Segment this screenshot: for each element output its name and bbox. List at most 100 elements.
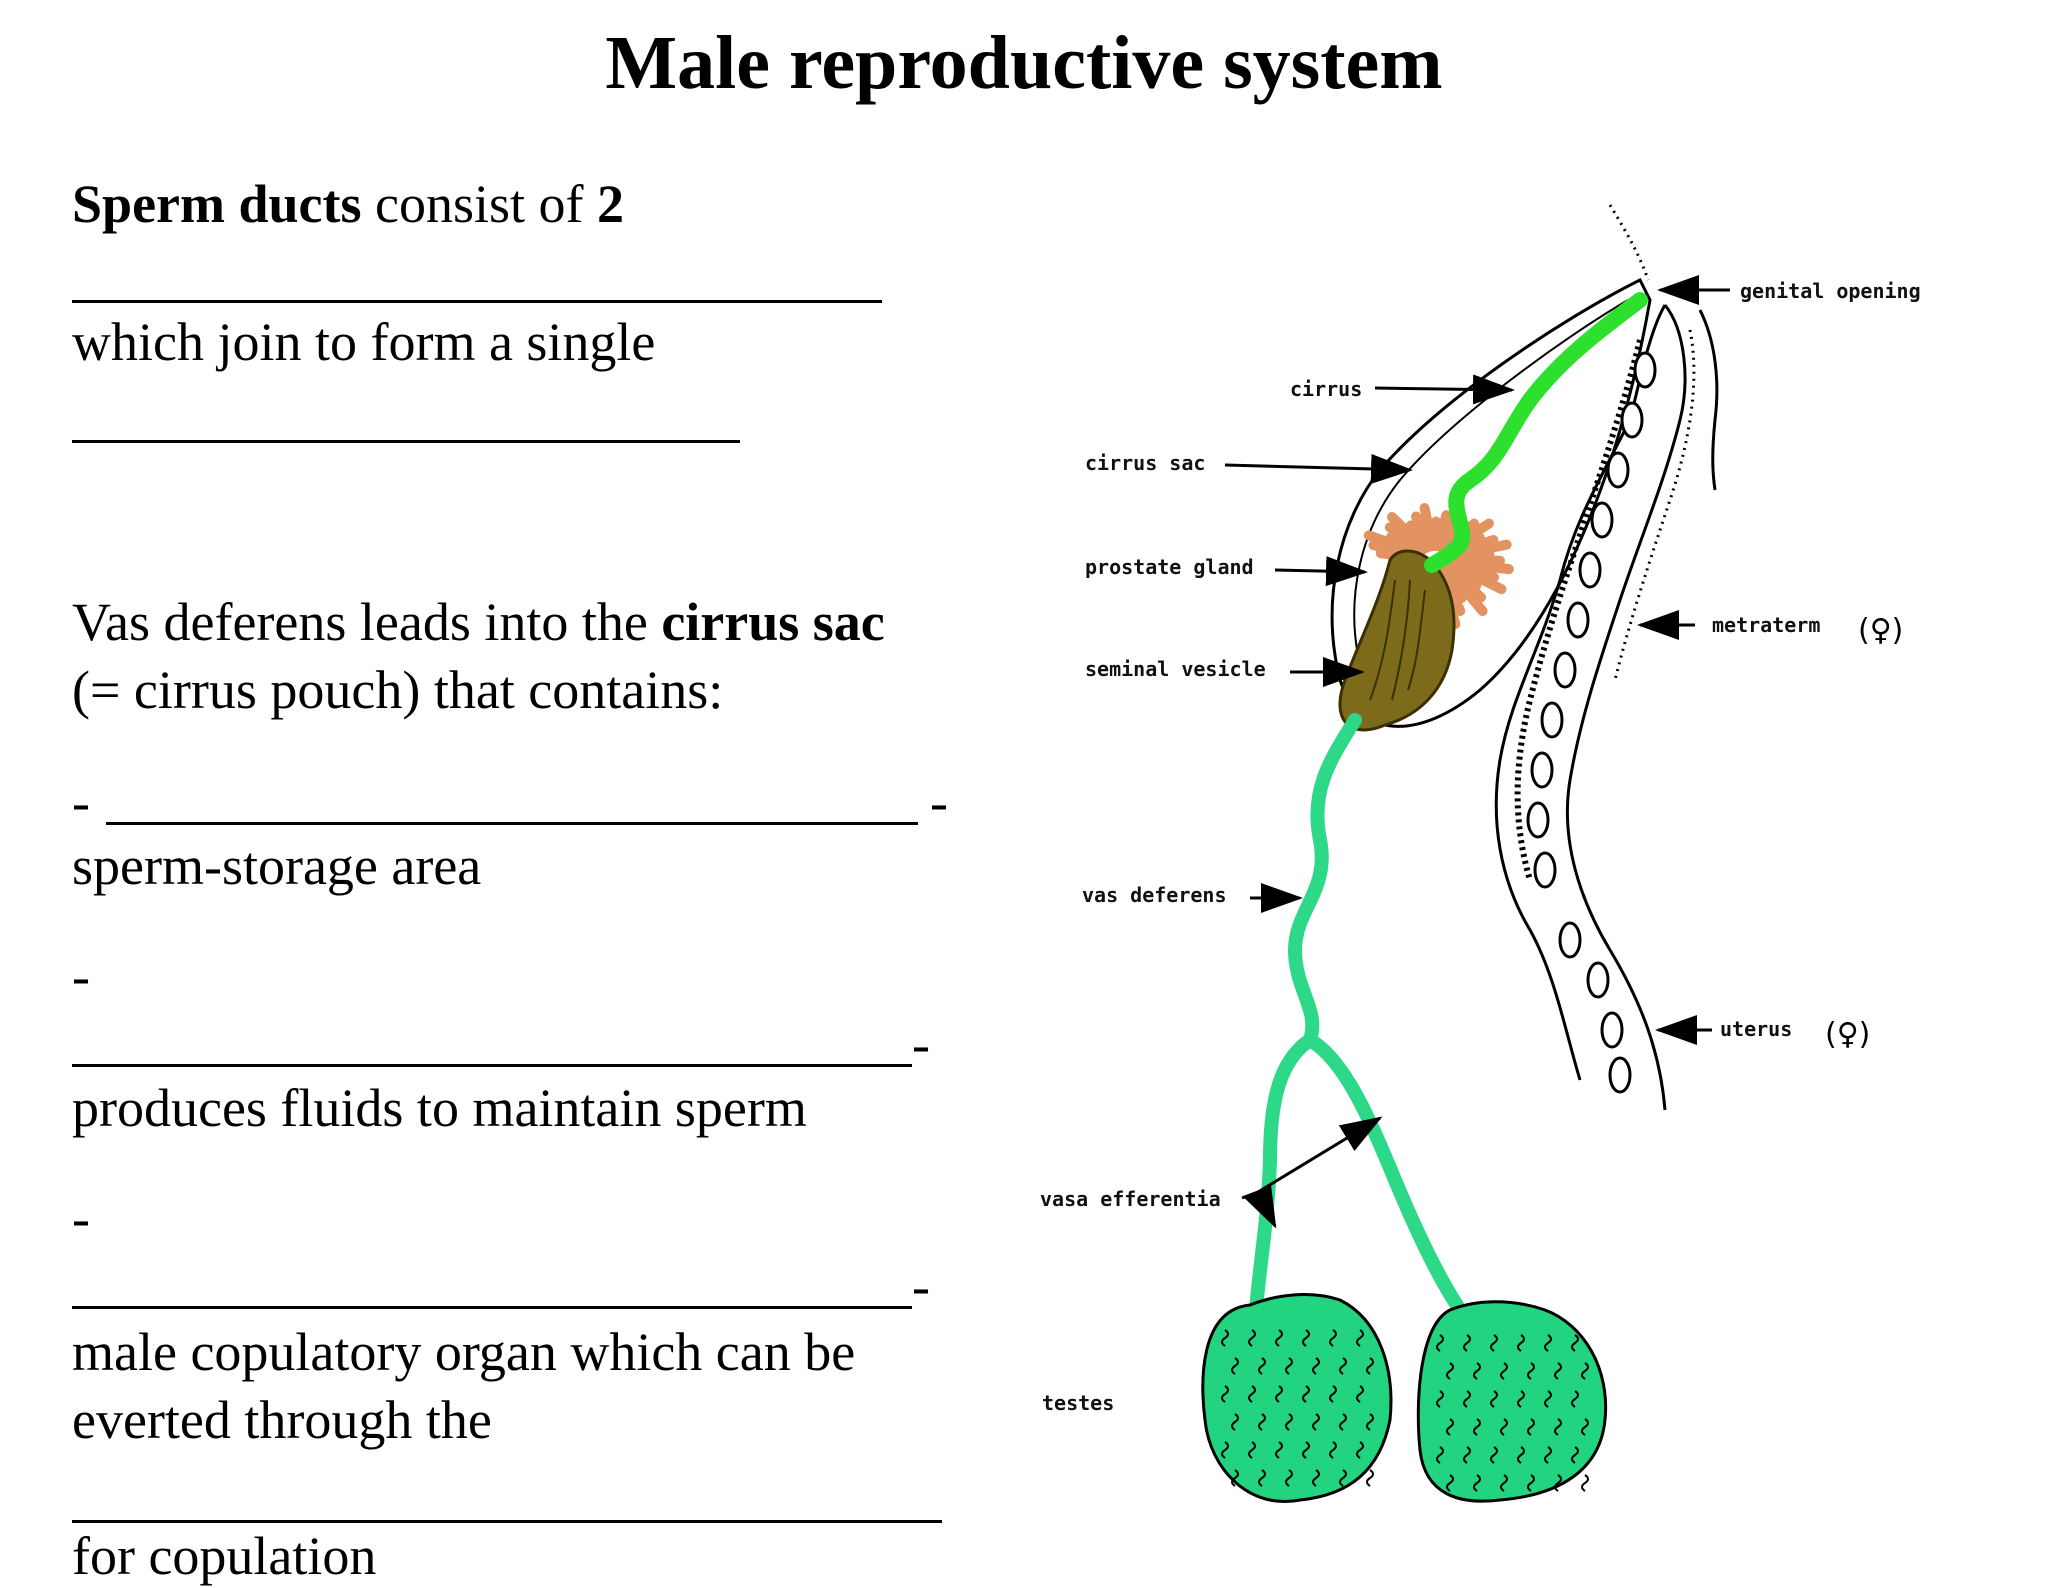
sperm-squiggle [1473, 1362, 1481, 1380]
arrow-cirrus [1374, 374, 1515, 405]
sperm-squiggle [1302, 1329, 1310, 1347]
sperm-squiggle [1490, 1334, 1498, 1352]
sperm-squiggle [1248, 1441, 1256, 1459]
sperm-ducts-term: Sperm ducts [72, 174, 362, 234]
egg [1606, 451, 1630, 489]
female-symbol-uterus: (♀) [1825, 1017, 1870, 1052]
egg [1526, 801, 1550, 839]
page-title: Male reproductive system [605, 21, 1443, 105]
sperm-squiggle [1490, 1390, 1498, 1408]
genital-opening-outline [1608, 204, 1650, 281]
item3-dash-right: - [912, 1256, 930, 1316]
label-uterus: uterus [1720, 1017, 1792, 1041]
cirrus-sac-term: cirrus sac [661, 592, 885, 652]
item3-description-a: male copulatory organ which can be [72, 1322, 856, 1382]
sperm-squiggle [1366, 1413, 1374, 1431]
sperm-squiggle [1329, 1329, 1337, 1347]
egg [1600, 1011, 1624, 1049]
blank-line-item2[interactable] [72, 1064, 912, 1067]
sperm-squiggle [1463, 1446, 1471, 1464]
egg [1578, 551, 1602, 589]
sperm-squiggle [1221, 1329, 1229, 1347]
item1-dash-left: - [72, 772, 90, 832]
sperm-squiggle [1463, 1334, 1471, 1352]
sperm-squiggle [1221, 1441, 1229, 1459]
sperm-squiggle [1356, 1329, 1364, 1347]
label-testes: testes [1042, 1391, 1114, 1415]
sperm-squiggle [1258, 1469, 1266, 1487]
vas-deferens-duct [1287, 713, 1362, 1047]
sperm-squiggle [1231, 1357, 1239, 1375]
sperm-squiggle [1500, 1362, 1508, 1380]
item3-description-b: everted through the [72, 1390, 492, 1450]
sperm-squiggle [1339, 1357, 1347, 1375]
blank-line-item3[interactable] [72, 1306, 912, 1309]
sperm-squiggle [1366, 1357, 1374, 1375]
uterus-eggs [1526, 351, 1657, 1094]
sperm-squiggle [1221, 1385, 1229, 1403]
uterus-outline-right [1565, 304, 1687, 1111]
sperm-squiggle [1554, 1362, 1562, 1380]
sperm-squiggle [1436, 1334, 1444, 1352]
label-vas-deferens: vas deferens [1082, 883, 1227, 907]
blank-line-1[interactable] [72, 300, 882, 303]
arrow-vasa-efferentia-right [1257, 1116, 1383, 1194]
sperm-squiggle [1312, 1357, 1320, 1375]
sperm-squiggle [1436, 1446, 1444, 1464]
vas-efferens-left [1248, 1033, 1317, 1327]
egg [1533, 851, 1557, 889]
sperm-squiggle [1275, 1385, 1283, 1403]
egg [1586, 961, 1610, 999]
item1-description: sperm-storage area [72, 836, 482, 896]
sperm-squiggle [1356, 1385, 1364, 1403]
sperm-squiggle [1446, 1418, 1454, 1436]
sperm-squiggle [1231, 1413, 1239, 1431]
egg [1620, 401, 1644, 439]
testis-left [1201, 1293, 1393, 1503]
item1-dash-right: - [930, 772, 948, 832]
sperm-squiggle [1571, 1446, 1579, 1464]
female-symbol-metraterm: (♀) [1858, 613, 1903, 648]
sperm-squiggle [1231, 1469, 1239, 1487]
item2-description: produces fluids to maintain sperm [72, 1078, 807, 1138]
label-seminal-vesicle: seminal vesicle [1085, 657, 1266, 681]
sperm-squiggle [1302, 1441, 1310, 1459]
blank-line-item1[interactable] [106, 822, 918, 825]
vas-deferens-text: Vas deferens leads into the [72, 592, 662, 652]
sperm-squiggle [1339, 1469, 1347, 1487]
cirrus-tube [1424, 292, 1648, 573]
sperm-squiggle [1285, 1413, 1293, 1431]
sperm-squiggle [1517, 1446, 1525, 1464]
vas-deferens-sentence: Vas deferens leads into the cirrus sac [72, 590, 885, 654]
egg [1566, 601, 1590, 639]
sperm-squiggle [1517, 1390, 1525, 1408]
blank-line-item3b[interactable] [72, 1520, 942, 1523]
sperm-squiggle [1544, 1446, 1552, 1464]
egg [1633, 351, 1657, 389]
egg [1530, 751, 1554, 789]
sperm-squiggle [1473, 1418, 1481, 1436]
sperm-squiggle [1312, 1413, 1320, 1431]
label-cirrus-sac: cirrus sac [1085, 451, 1205, 475]
sperm-squiggle [1329, 1441, 1337, 1459]
sperm-squiggle [1500, 1418, 1508, 1436]
vas-efferens-right [1303, 1033, 1467, 1317]
sperm-squiggle [1302, 1385, 1310, 1403]
testis-right [1416, 1300, 1608, 1503]
sperm-squiggle [1258, 1357, 1266, 1375]
sperm-squiggle [1490, 1446, 1498, 1464]
sperm-squiggle [1366, 1469, 1374, 1487]
blank-line-2[interactable] [72, 440, 740, 443]
testes-squiggles [1221, 1329, 1589, 1492]
sperm-squiggle [1581, 1418, 1589, 1436]
sperm-squiggle [1581, 1362, 1589, 1380]
arrow-cirrus-sac [1224, 453, 1413, 484]
sperm-squiggle [1463, 1390, 1471, 1408]
item2-dash-left: - [72, 946, 90, 1006]
sperm-squiggle [1275, 1329, 1283, 1347]
sperm-squiggle [1473, 1474, 1481, 1492]
label-metraterm: metraterm [1712, 613, 1820, 637]
label-prostate-gland: prostate gland [1085, 555, 1254, 579]
sperm-squiggle [1275, 1441, 1283, 1459]
sperm-squiggle [1581, 1474, 1589, 1492]
